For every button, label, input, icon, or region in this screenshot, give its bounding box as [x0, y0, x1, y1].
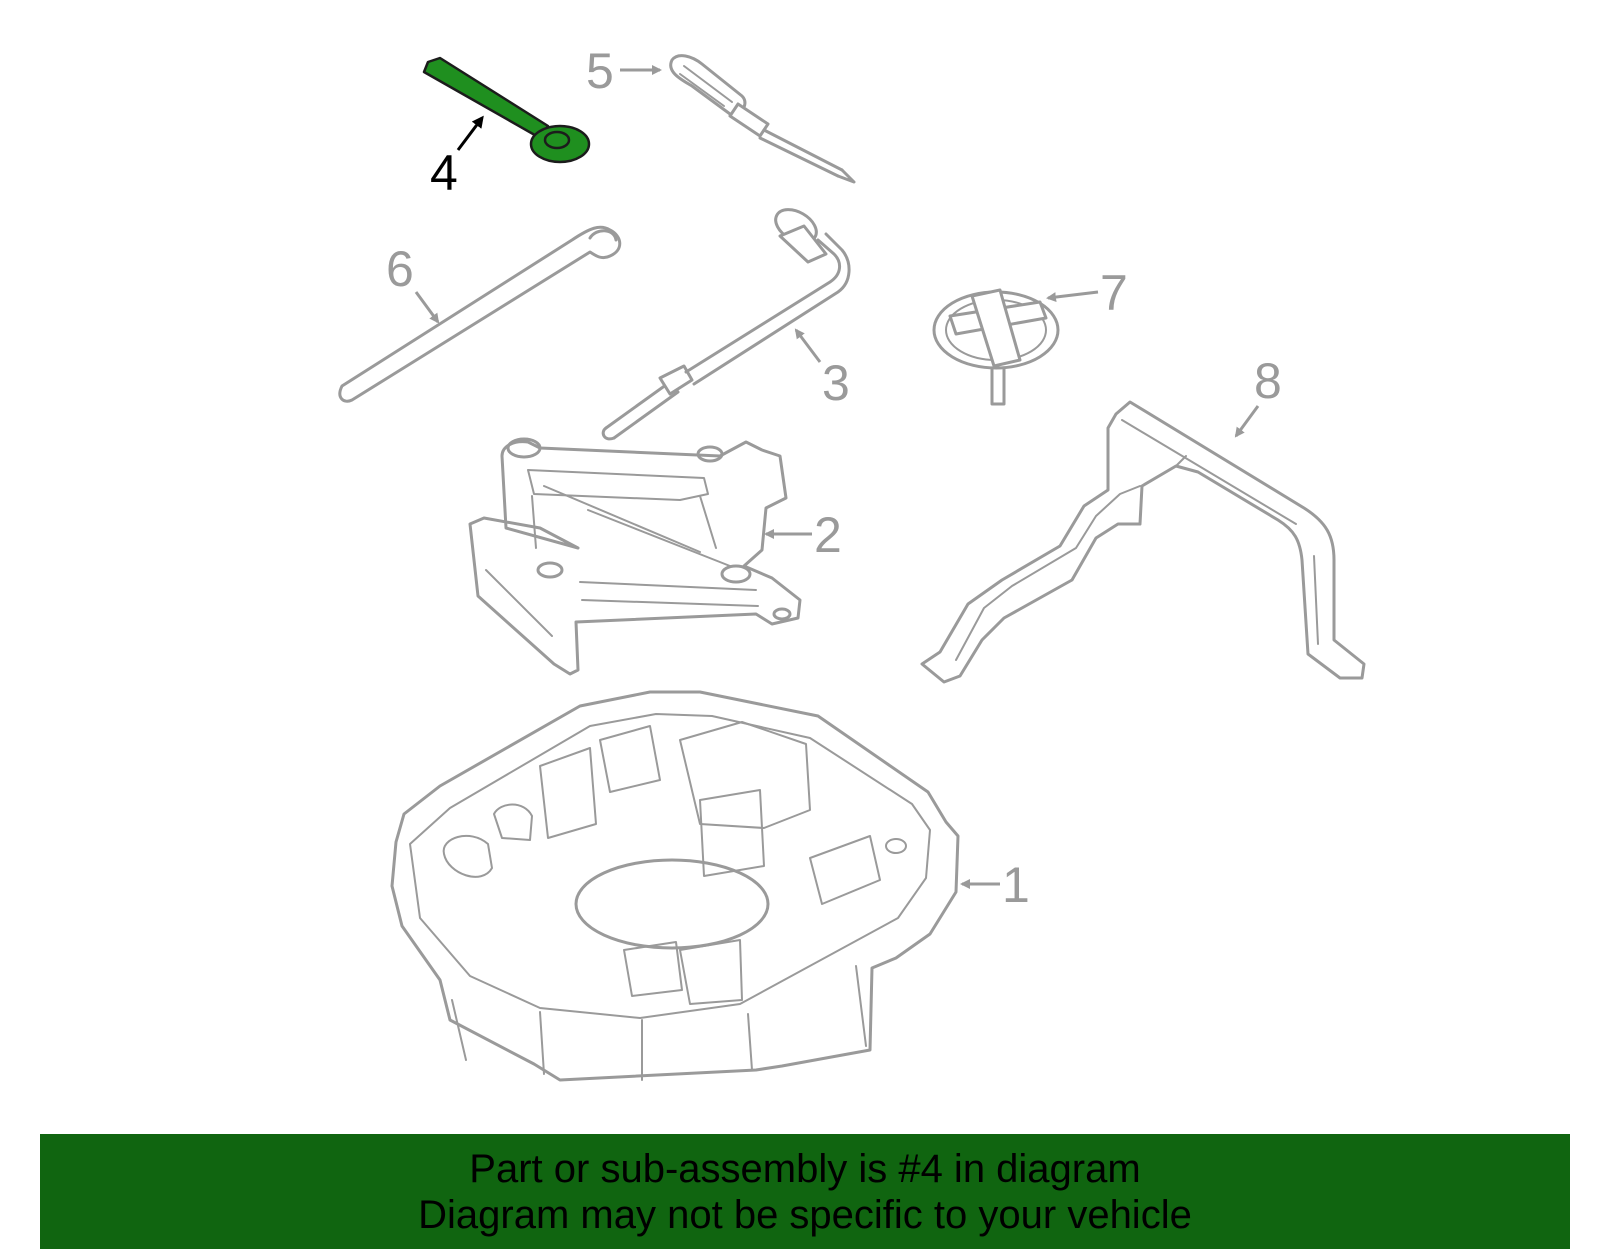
callout-8[interactable]: 8	[1234, 353, 1282, 438]
part-1-tray[interactable]	[390, 690, 960, 1082]
callout-6[interactable]: 6	[386, 241, 440, 324]
part-3-handle[interactable]	[601, 203, 851, 441]
svg-text:1: 1	[1002, 857, 1030, 913]
part-5-screwdriver[interactable]	[669, 54, 856, 184]
info-banner: Part or sub-assembly is #4 in diagram Di…	[40, 1134, 1570, 1249]
callout-4[interactable]: 4	[430, 115, 484, 201]
banner-line-2: Diagram may not be specific to your vehi…	[418, 1193, 1192, 1237]
svg-text:3: 3	[822, 355, 850, 411]
svg-text:6: 6	[386, 241, 414, 297]
part-6-rod[interactable]	[338, 225, 622, 403]
part-7-wing-bolt[interactable]	[932, 288, 1060, 406]
svg-text:5: 5	[586, 43, 614, 99]
svg-text:7: 7	[1100, 265, 1128, 321]
callout-2[interactable]: 2	[764, 507, 842, 563]
part-8-bracket[interactable]	[920, 400, 1366, 684]
svg-text:2: 2	[814, 507, 842, 563]
svg-text:4: 4	[430, 145, 458, 201]
part-4-highlighted[interactable]	[422, 56, 591, 164]
part-2-jack[interactable]	[468, 437, 802, 676]
callout-1[interactable]: 1	[960, 857, 1030, 913]
callout-7[interactable]: 7	[1046, 265, 1128, 321]
banner-line-1: Part or sub-assembly is #4 in diagram	[469, 1147, 1141, 1191]
svg-text:8: 8	[1254, 353, 1282, 409]
callout-5[interactable]: 5	[586, 43, 662, 99]
callout-3[interactable]: 3	[794, 328, 850, 411]
